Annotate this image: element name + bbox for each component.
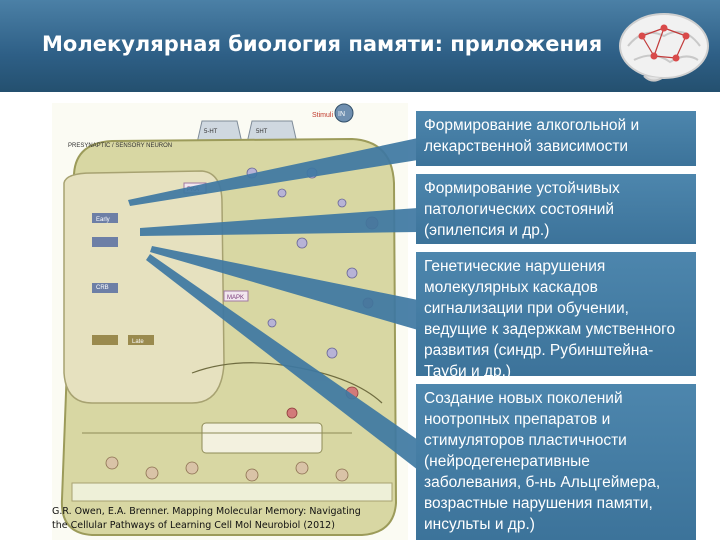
brain-network-icon	[619, 13, 709, 82]
late-label: Late	[132, 339, 144, 345]
slide-title: Молекулярная биология памяти: приложения	[42, 32, 603, 56]
in-label: IN	[338, 111, 345, 118]
ht-label-1: 5-HT	[204, 129, 218, 135]
neuron-label: PRESYNAPTIC / SENSORY NEURON	[68, 143, 172, 149]
application-box-pathology: Формирование устойчивых патологических с…	[416, 174, 696, 244]
signaling-pathway-diagram: Stimuli IN 5-HT 5HT PRESYNAPTIC / SENSOR…	[52, 103, 408, 540]
ht-label-2: 5HT	[256, 129, 268, 135]
citation-line-2: the Cellular Pathways of Learning Cell M…	[52, 520, 335, 531]
mapk-label: MAPK	[227, 295, 244, 301]
title-bar: Молекулярная биология памяти: приложения	[0, 0, 720, 92]
application-box-genetic: Генетические нарушения молекулярных каск…	[416, 252, 696, 380]
pka-label: PKA	[187, 187, 199, 193]
application-box-nootropics: Создание новых поколений ноотропных преп…	[416, 384, 696, 540]
early-label: Early	[96, 217, 110, 223]
stimuli-label: Stimuli	[312, 112, 333, 119]
crb-label: CRB	[96, 285, 109, 291]
citation: G.R. Owen, E.A. Brenner. Mapping Molecul…	[52, 505, 382, 533]
citation-line-1: G.R. Owen, E.A. Brenner. Mapping Molecul…	[52, 506, 361, 517]
application-box-addiction: Формирование алкогольной и лекарственной…	[416, 111, 696, 166]
